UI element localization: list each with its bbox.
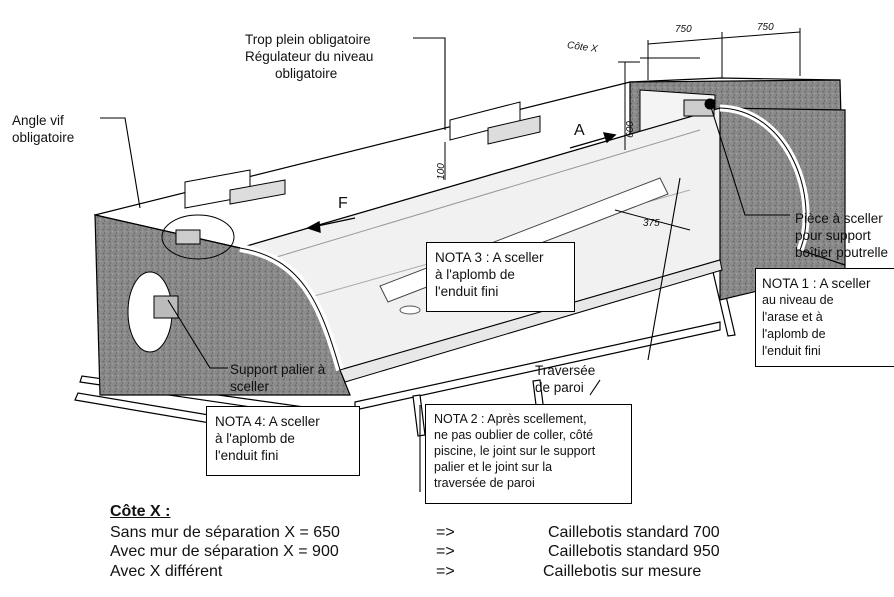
label-trop-plein: Trop plein obligatoire Régulateur du niv… [245, 32, 374, 81]
dim-100: 100 [435, 163, 447, 180]
cote-x-result: Caillebotis standard 700 [548, 524, 720, 541]
label-arrow-a: A [574, 122, 585, 139]
arrow-f [306, 217, 356, 234]
dim-375: 375 [643, 218, 660, 229]
dim-600: 600 [624, 121, 636, 138]
rim-grating-openings [184, 101, 541, 209]
cote-x-arrow: => [436, 563, 455, 580]
cote-x-arrow: => [436, 524, 455, 541]
angle-vif-highlight [161, 214, 235, 260]
label-support-palier: Support palier à sceller [230, 362, 326, 394]
support-palier [153, 295, 179, 319]
label-angle-vif: Angle vif obligatoire [12, 113, 75, 145]
leader-lines [100, 37, 790, 492]
cote-x-result: Caillebotis standard 950 [548, 543, 720, 560]
nota-3: NOTA 3 : A sceller à l'aplomb de l'endui… [426, 242, 575, 312]
nota-1: NOTA 1 : A sceller au niveau de l'arase … [755, 268, 894, 367]
nota-4: NOTA 4: A sceller à l'aplomb de l'enduit… [206, 406, 360, 476]
cote-x-title: Côte X : [110, 503, 171, 520]
cote-x-result: Caillebotis sur mesure [543, 563, 702, 580]
cote-x-arrow: => [436, 543, 455, 560]
label-traversee: Traversée de paroi [535, 363, 596, 395]
dim-750-right: 750 [757, 22, 774, 33]
cote-x-condition: Avec mur de séparation X = 900 [110, 543, 339, 560]
cote-x-condition: Avec X différent [110, 563, 223, 580]
arrow-a [569, 132, 617, 149]
label-piece-sceller: Pièce à sceller pour support boîtier pou… [795, 211, 889, 260]
dimension-lines [614, 28, 801, 231]
nota-2: NOTA 2 : Après scellement, ne pas oublie… [425, 404, 632, 504]
label-arrow-f: F [338, 195, 348, 212]
cote-x-condition: Sans mur de séparation X = 650 [110, 524, 340, 541]
dim-750-left: 750 [675, 24, 692, 35]
